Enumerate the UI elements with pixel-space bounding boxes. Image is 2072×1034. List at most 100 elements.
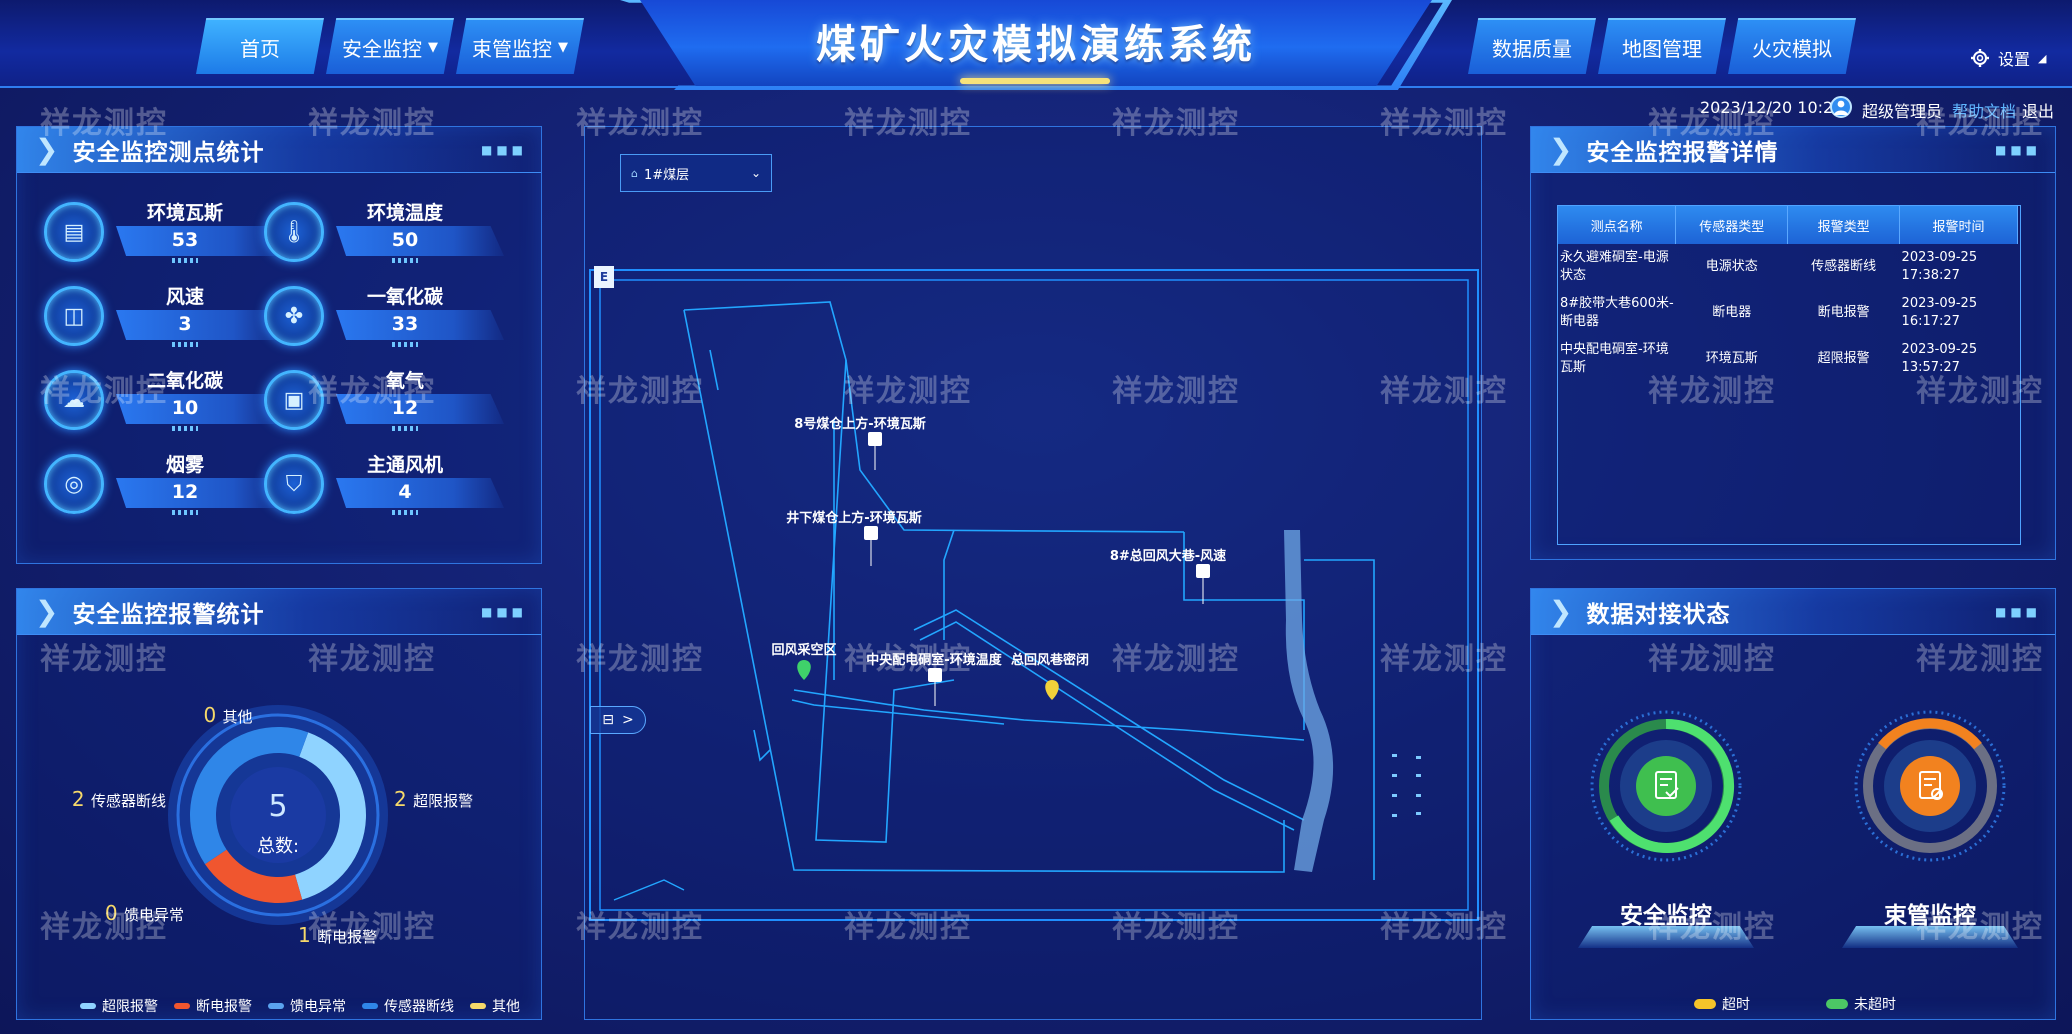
nav-fire-sim-label: 火灾模拟 [1752, 36, 1832, 61]
co2-icon: ☁ [44, 370, 104, 430]
alarm-legend: 超限报警断电报警馈电异常传感器断线其他 [80, 994, 540, 1016]
stat-main-fan[interactable]: ⛉ 主通风机 4 [264, 450, 504, 526]
table-row[interactable]: 永久避难硐室-电源状态 电源状态 传感器断线 2023-09-25 17:38:… [1558, 244, 2018, 290]
nav-data-quality[interactable]: 数据质量 [1468, 18, 1596, 74]
chevron-right-icon: ❯ [35, 133, 59, 166]
dots-decoration: ■■■ [1994, 142, 2041, 157]
legend-label: 超时 [1722, 997, 1750, 1013]
help-link[interactable]: 帮助文档 [1952, 102, 2017, 121]
donut-total-label: 总数: [257, 836, 299, 857]
col-sensor-type[interactable]: 传感器类型 [1675, 206, 1789, 244]
gauge-tube-monitor[interactable] [1850, 706, 2010, 866]
map-pin-icon [1045, 680, 1059, 700]
chevron-right-icon: > [622, 712, 634, 728]
legend-swatch [80, 1003, 96, 1009]
map-minimap-toggle[interactable]: E [594, 266, 614, 288]
donut-slice[interactable] [295, 732, 366, 900]
donut-slice[interactable] [190, 727, 309, 865]
map-point-label: 总回风巷密闭 [1011, 652, 1089, 668]
panel-title: 安全监控报警统计 [72, 601, 265, 628]
legend-timeout: 超时 [1694, 994, 1750, 1014]
stat-bar [336, 310, 504, 340]
nav-fire-sim[interactable]: 火灾模拟 [1728, 18, 1856, 74]
map-point-wind-speed[interactable]: 8#总回风大巷-风速 [1110, 548, 1226, 604]
stat-bar [336, 394, 504, 424]
gauge-safety-monitor[interactable] [1586, 706, 1746, 866]
callout-name: 其他 [223, 708, 253, 726]
table-row[interactable]: 8#胶带大巷600米-断电器 断电器 断电报警 2023-09-25 16:17… [1558, 290, 2018, 336]
stripe-decoration [392, 258, 418, 263]
donut-slices [190, 727, 366, 903]
map-point-goaf[interactable]: 回风采空区 [771, 642, 837, 680]
col-point-name[interactable]: 测点名称 [1558, 206, 1677, 244]
cell-alarm-time: 2023-09-25 13:57:27 [1901, 341, 1978, 375]
legend-item[interactable]: 其他 [470, 996, 520, 1016]
stat-co[interactable]: ✤ 一氧化碳 33 [264, 282, 504, 358]
map-point-seal[interactable]: 总回风巷密闭 [1011, 652, 1089, 700]
callout-name: 断电报警 [317, 928, 377, 946]
thermometer-icon: 🌡 [264, 202, 324, 262]
stat-name: 主通风机 [366, 454, 443, 476]
nav-map-manage-label: 地图管理 [1622, 36, 1702, 61]
stripe-decoration [172, 258, 198, 263]
stat-name: 一氧化碳 [366, 286, 443, 308]
map-point-gas-8[interactable]: 8号煤仓上方-环境瓦斯 [794, 416, 926, 470]
settings-caret-icon: ◢ [2038, 51, 2047, 65]
stat-bar [116, 310, 284, 340]
avatar [1830, 96, 1852, 118]
legend-item[interactable]: 超限报警 [80, 996, 158, 1016]
clipboard-ban-icon [1919, 771, 1943, 800]
nav-tube-monitor[interactable]: 束管监控 ▼ [456, 18, 584, 74]
user-icon [1834, 100, 1848, 115]
map-pin-icon [797, 660, 811, 680]
title-glow [960, 78, 1110, 84]
stat-smoke[interactable]: ◎ 烟雾 12 [44, 450, 284, 526]
legend-item[interactable]: 传感器断线 [362, 996, 454, 1016]
col-alarm-time[interactable]: 报警时间 [1899, 206, 2018, 244]
nav-home[interactable]: 首页 [196, 18, 324, 74]
stat-wind-speed[interactable]: ◫ 风速 3 [44, 282, 284, 358]
stat-name: 环境瓦斯 [146, 202, 223, 224]
stat-temperature[interactable]: 🌡 环境温度 50 [264, 198, 504, 274]
sensor-icon [868, 432, 882, 446]
floor-select[interactable]: ⌂ 1#煤层 ⌄ [620, 154, 772, 192]
map-point-temp[interactable]: 中央配电硐室-环境温度 [866, 652, 1003, 706]
stat-oxygen[interactable]: ▣ 氧气 12 [264, 366, 504, 442]
current-datetime: 2023/12/20 10:23 [1700, 98, 1844, 117]
mine-map[interactable]: 8号煤仓上方-环境瓦斯 井下煤仓上方-环境瓦斯 8#总回风大巷-风速 回风采空区… [584, 260, 1482, 940]
sensor-icon [1196, 564, 1210, 578]
logout-link[interactable]: 退出 [2022, 102, 2055, 121]
gauge-arc [1609, 718, 1735, 853]
panel-header: ❯ 安全监控报警详情 ■■■ [1531, 127, 2055, 173]
map-point-gas-underground[interactable]: 井下煤仓上方-环境瓦斯 [786, 510, 922, 566]
legend-swatch [1694, 999, 1716, 1009]
settings-button[interactable]: 设置 ◢ [1970, 46, 2046, 70]
map-inner-frame [599, 279, 1469, 911]
alarm-table: 测点名称 传感器类型 报警类型 报警时间 永久避难硐室-电源状态 电源状态 传感… [1558, 206, 2018, 382]
stat-gas[interactable]: ▤ 环境瓦斯 53 [44, 198, 284, 274]
chevron-down-icon: ▼ [558, 39, 568, 55]
stat-co2[interactable]: ☁ 二氧化碳 10 [44, 366, 284, 442]
cell-alarm-type: 传感器断线 [1811, 258, 1877, 274]
legend-item[interactable]: 断电报警 [174, 996, 252, 1016]
panel-title: 数据对接状态 [1586, 601, 1731, 628]
nav-safety-monitor[interactable]: 安全监控 ▼ [326, 18, 454, 74]
oxygen-icon: ▣ [264, 370, 324, 430]
callout-value: 0 [105, 901, 124, 925]
col-alarm-type[interactable]: 报警类型 [1787, 206, 1901, 244]
nav-map-manage[interactable]: 地图管理 [1598, 18, 1726, 74]
stripe-decoration [172, 510, 198, 515]
cell-sensor-type: 断电器 [1712, 304, 1752, 320]
dots-decoration: ■■■ [480, 142, 527, 157]
donut-slice[interactable] [204, 849, 303, 903]
dots-decoration: ■■■ [480, 604, 527, 619]
nav-data-quality-label: 数据质量 [1492, 36, 1572, 61]
table-row[interactable]: 中央配电硐室-环境瓦斯 环境瓦斯 超限报警 2023-09-25 13:57:2… [1558, 336, 2018, 382]
map-tool-toggle[interactable]: ⊟ > [590, 706, 646, 734]
donut-outer-stroke [176, 713, 380, 917]
home-icon: ⌂ [631, 166, 638, 180]
gear-icon [1971, 49, 1989, 67]
alarm-table-frame: 测点名称 传感器类型 报警类型 报警时间 永久避难硐室-电源状态 电源状态 传感… [1557, 205, 2021, 545]
legend-item[interactable]: 馈电异常 [268, 996, 346, 1016]
